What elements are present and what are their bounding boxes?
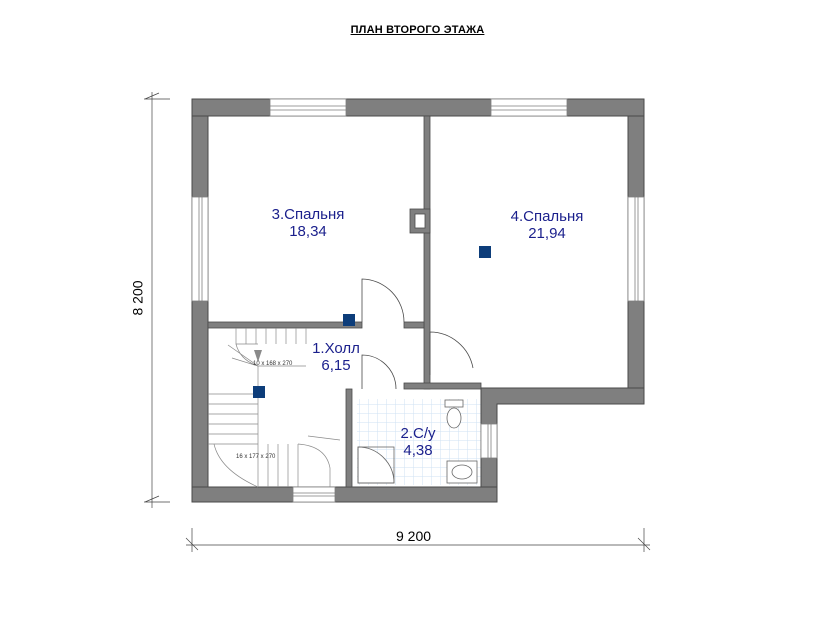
windows bbox=[191, 98, 645, 503]
partition-hall-bath-top bbox=[403, 382, 482, 390]
window-stairs bbox=[292, 486, 336, 503]
bath-fixtures bbox=[357, 399, 478, 484]
stair-note-upper: 10 x 168 x 270 bbox=[253, 361, 293, 367]
partition-bedrooms bbox=[423, 115, 431, 390]
partition-hall-bedroom4 bbox=[403, 321, 425, 329]
vent-hall-stairs bbox=[253, 386, 265, 398]
wall-top bbox=[191, 98, 645, 117]
plan-title: ПЛАН ВТОРОГО ЭТАЖА bbox=[350, 24, 485, 36]
room-area: 4,38 bbox=[403, 442, 433, 459]
window-right bbox=[627, 196, 645, 302]
dimension-ticks-vertical bbox=[144, 92, 170, 503]
dimension-height: 8 200 bbox=[129, 280, 146, 316]
partition-hall-bedroom3-left bbox=[207, 321, 363, 329]
wall-right-step bbox=[480, 387, 645, 503]
room-area: 18,34 bbox=[289, 223, 327, 240]
dimension-width: 9 200 bbox=[396, 528, 432, 544]
room-name: 1.Холл bbox=[312, 340, 360, 357]
room-area: 6,15 bbox=[321, 357, 351, 374]
stair-direction-arrow bbox=[254, 350, 262, 362]
door-bathroom bbox=[361, 354, 397, 390]
room-label-hall: 1.Холл 6,15 bbox=[296, 340, 376, 374]
ventilation-markers bbox=[253, 246, 491, 398]
vent-bedroom4 bbox=[479, 246, 491, 258]
chimney-flue bbox=[414, 213, 426, 229]
room-name: 3.Спальня bbox=[271, 206, 345, 223]
dimension-ticks-horizontal bbox=[185, 528, 651, 552]
toilet-bowl bbox=[446, 407, 462, 429]
stair-note-lower: 16 x 177 x 270 bbox=[236, 454, 276, 460]
toilet-tank bbox=[444, 399, 464, 408]
wall-bottom bbox=[191, 486, 498, 503]
staircase bbox=[208, 328, 341, 488]
doors bbox=[361, 278, 474, 390]
window-bath bbox=[480, 423, 498, 459]
window-top-left bbox=[269, 98, 347, 117]
dimension-lines bbox=[144, 92, 651, 552]
room-name: 2.С/у bbox=[400, 425, 436, 442]
window-top-right bbox=[490, 98, 568, 117]
shower-tray bbox=[357, 446, 395, 484]
sink-bowl bbox=[451, 464, 473, 480]
room-label-bedroom-3: 3.Спальня 18,34 bbox=[248, 206, 368, 240]
room-label-bathroom: 2.С/у 4,38 bbox=[378, 425, 458, 459]
door-bedroom4 bbox=[429, 331, 474, 375]
room-area: 21,94 bbox=[528, 225, 566, 242]
window-left bbox=[191, 196, 209, 302]
vent-hall-top bbox=[343, 314, 355, 326]
room-label-bedroom-4: 4.Спальня 21,94 bbox=[487, 208, 607, 242]
partition-bath-left bbox=[345, 388, 353, 488]
wall-left bbox=[191, 115, 209, 488]
door-bedroom3 bbox=[361, 278, 405, 323]
room-name: 4.Спальня bbox=[510, 208, 584, 225]
